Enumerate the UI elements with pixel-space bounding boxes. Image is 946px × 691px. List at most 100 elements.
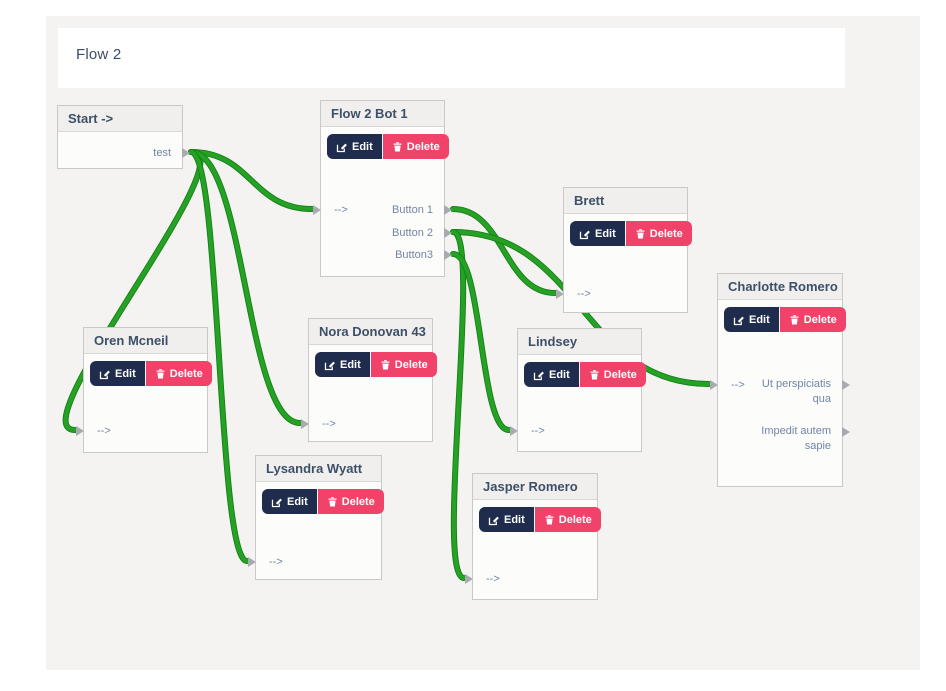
edit-pencil-icon [324,361,335,370]
output-port[interactable] [842,427,850,437]
edit-button-label: Edit [340,358,361,371]
node-header[interactable]: Flow 2 Bot 1 [321,101,444,127]
input-port[interactable] [248,557,256,567]
edit-button[interactable]: Edit [262,489,317,514]
edit-pencil-icon [336,143,347,152]
edit-button-label: Edit [115,367,136,380]
trash-icon [636,228,645,238]
node-actions: Edit Delete [479,507,601,532]
output-port[interactable] [842,380,850,390]
output-port[interactable] [444,205,452,215]
trash-icon [328,496,337,506]
edit-button[interactable]: Edit [524,362,579,387]
input-port[interactable] [313,205,321,215]
delete-button[interactable]: Delete [625,221,692,246]
delete-button[interactable]: Delete [579,362,646,387]
input-port[interactable] [465,574,473,584]
edit-button-label: Edit [352,140,373,153]
node-title: Nora Donovan 43 [319,324,426,339]
node-header[interactable]: Lindsey [518,329,641,355]
input-label: --> [486,573,500,585]
delete-button-label: Delete [603,368,637,381]
output-label: Impedit autem sapie [761,425,831,452]
node-title: Start -> [68,111,114,126]
delete-button-label: Delete [649,227,683,240]
edit-button-label: Edit [595,227,616,240]
node-actions: Edit Delete [724,307,846,332]
input-label: --> [97,425,111,437]
output-label: Ut perspiciatis qua [761,378,831,405]
output-port[interactable] [444,250,452,260]
node-actions: Edit Delete [524,362,646,387]
trash-icon [393,141,402,151]
delete-button-label: Delete [803,313,837,326]
edit-button[interactable]: Edit [327,134,382,159]
node-title: Lindsey [528,334,578,349]
delete-button-label: Delete [394,358,428,371]
edit-button-label: Edit [549,368,570,381]
flow-header-bar: Flow 2 [58,28,845,88]
node-header[interactable]: Nora Donovan 43 [309,319,432,345]
edit-button[interactable]: Edit [90,361,145,386]
edit-button-label: Edit [749,313,770,326]
node-start[interactable]: Start -> test [57,105,190,169]
edit-button[interactable]: Edit [570,221,625,246]
input-label: --> [334,204,348,216]
output-label: Button 2 [392,227,433,239]
input-label: --> [731,379,745,391]
node-header[interactable]: Jasper Romero [473,474,597,500]
input-label: --> [577,288,591,300]
delete-button[interactable]: Delete [382,134,449,159]
edit-pencil-icon [579,230,590,239]
flow-title: Flow 2 [76,46,122,63]
output-port[interactable] [182,148,190,158]
trash-icon [545,514,554,524]
input-port[interactable] [556,289,564,299]
delete-button[interactable]: Delete [145,361,212,386]
delete-button-label: Delete [169,367,203,380]
input-port[interactable] [76,426,84,436]
edit-pencil-icon [271,498,282,507]
delete-button[interactable]: Delete [317,489,384,514]
input-label: --> [322,418,336,430]
edit-button[interactable]: Edit [724,307,779,332]
output-label: test [153,147,171,159]
node-actions: Edit Delete [315,352,437,377]
node-title: Lysandra Wyatt [266,461,363,476]
delete-button-label: Delete [406,140,440,153]
edit-button-label: Edit [504,513,525,526]
edit-button[interactable]: Edit [479,507,534,532]
edit-pencil-icon [99,370,110,379]
edit-button[interactable]: Edit [315,352,370,377]
trash-icon [156,368,165,378]
input-port[interactable] [301,419,309,429]
delete-button[interactable]: Delete [534,507,601,532]
node-actions: Edit Delete [570,221,692,246]
input-port[interactable] [710,380,718,390]
node-header[interactable]: Charlotte Romero [718,274,842,300]
input-label: --> [531,425,545,437]
node-header[interactable]: Start -> [58,106,182,132]
input-label: --> [269,556,283,568]
node-title: Brett [574,193,605,208]
output-port[interactable] [444,228,452,238]
node-title: Charlotte Romero [728,279,838,294]
node-header[interactable]: Lysandra Wyatt [256,456,381,482]
input-port[interactable] [510,426,518,436]
node-actions: Edit Delete [327,134,449,159]
node-header[interactable]: Brett [564,188,687,214]
node-nora[interactable]: Nora Donovan 43 Edit Delete --> [301,318,437,442]
edit-pencil-icon [533,371,544,380]
node-header[interactable]: Oren Mcneil [84,328,207,354]
edit-pencil-icon [733,316,744,325]
delete-button[interactable]: Delete [370,352,437,377]
delete-button[interactable]: Delete [779,307,846,332]
node-title: Oren Mcneil [94,333,169,348]
